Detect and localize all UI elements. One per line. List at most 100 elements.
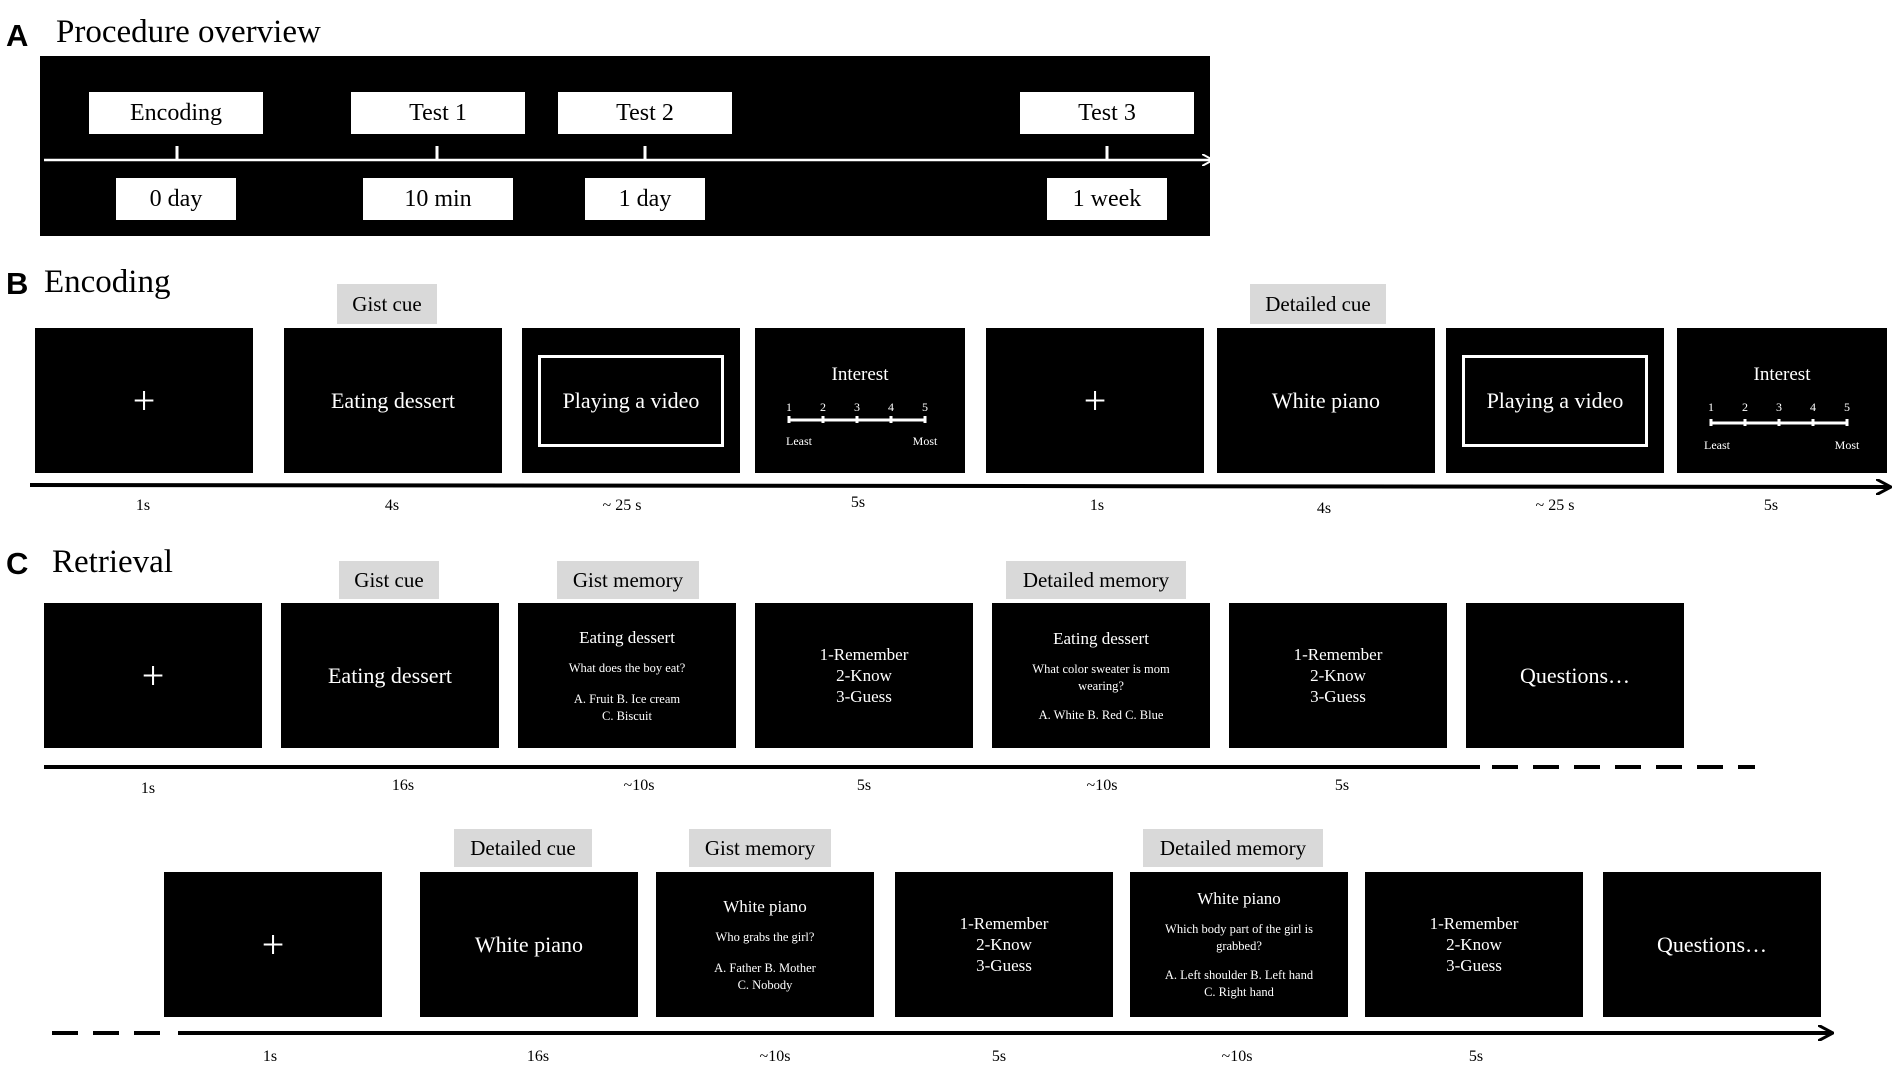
scale-most: Most (1835, 438, 1860, 452)
option-remember: 1-Remember (819, 644, 909, 664)
panel-c-title: Retrieval (52, 544, 173, 580)
gist-cue-tag: Gist cue (337, 284, 437, 324)
scale-most: Most (913, 434, 938, 448)
duration-label: 5s (1334, 777, 1350, 794)
detailed-question-screen: Eating dessert What color sweater is mom… (992, 603, 1210, 748)
panel-c-letter: C (6, 546, 29, 581)
duration-label: ~10s (1086, 777, 1118, 794)
encoding-timeline-arrow (29, 485, 1890, 487)
test1-time-box: 10 min (363, 178, 513, 220)
questions-text: Questions… (1520, 662, 1630, 688)
scale-5: 5 (922, 400, 928, 414)
cue-text: Eating dessert (330, 387, 456, 413)
procedure-timeline (44, 146, 1220, 236)
duration-label: 1s (135, 497, 151, 514)
question-text: wearing? (1078, 678, 1124, 693)
questions-screen: Questions… (1603, 872, 1821, 1017)
duration-label: ~ 25 s (1535, 497, 1575, 514)
duration-label: 1s (140, 780, 156, 797)
gist-cue-screen: Eating dessert (281, 603, 499, 748)
answer-options: C. Right hand (1204, 985, 1274, 999)
option-know: 2-Know (836, 665, 892, 685)
duration-label: ~10s (623, 777, 655, 794)
answer-options: C. Nobody (737, 977, 793, 992)
option-know: 2-Know (976, 934, 1032, 954)
detailed-memory-tag: Detailed memory (1143, 829, 1323, 867)
duration-label: 4s (384, 497, 400, 514)
video-label: Playing a video (1486, 387, 1624, 413)
interest-rating-screen-2: Interest 1 2 3 4 5 Least Most (1677, 328, 1887, 473)
cue-text: White piano (1271, 387, 1381, 413)
scale-1: 1 (1708, 400, 1714, 414)
test2-time-box: 1 day (585, 178, 705, 220)
detailed-cue-tag: Detailed cue (1250, 284, 1386, 324)
gist-question-screen: Eating dessert What does the boy eat? A.… (518, 603, 736, 748)
rating-title: Interest (832, 364, 890, 385)
option-know: 2-Know (1446, 934, 1502, 954)
questions-screen: Questions… (1466, 603, 1684, 748)
scale-2: 2 (1742, 400, 1748, 414)
questions-text: Questions… (1657, 931, 1767, 957)
video-frame: Playing a video (1462, 354, 1648, 447)
question-text: What color sweater is mom (1032, 661, 1170, 676)
question-title: Eating dessert (1053, 628, 1149, 648)
answer-options: C. Biscuit (601, 708, 652, 723)
panel-b-letter: B (6, 266, 29, 301)
scale-least: Least (786, 434, 813, 448)
remember-know-guess-screen: 1-Remember 2-Know 3-Guess (1365, 872, 1583, 1017)
remember-know-guess-screen: 1-Remember 2-Know 3-Guess (895, 872, 1113, 1017)
duration-label: 16s (526, 1048, 550, 1065)
fixation-cross: + (261, 921, 285, 967)
fixation-cross: + (132, 377, 156, 423)
cue-text: White piano (474, 931, 584, 957)
scale-4: 4 (1810, 400, 1816, 414)
duration-label: 5s (991, 1048, 1007, 1065)
gist-cue-tag: Gist cue (339, 561, 439, 599)
scale-3: 3 (1776, 400, 1782, 414)
duration-label: 5s (856, 777, 872, 794)
gist-memory-tag: Gist memory (557, 561, 699, 599)
gist-memory-tag: Gist memory (689, 829, 831, 867)
gist-cue-screen: Eating dessert (284, 328, 502, 473)
fixation-screen: + (35, 328, 253, 473)
video-frame: Playing a video (538, 354, 724, 447)
video-label: Playing a video (562, 387, 700, 413)
panel-a-title: Procedure overview (56, 14, 321, 50)
test3-time-box: 1 week (1047, 178, 1167, 220)
test1-event-box: Test 1 (351, 92, 525, 134)
fixation-cross: + (1083, 377, 1107, 423)
scale-2: 2 (820, 400, 826, 414)
panel-a-letter: A (6, 18, 29, 53)
rating-title: Interest (1754, 364, 1812, 385)
duration-label: 16s (391, 777, 415, 794)
interest-rating-screen: Interest 1 2 3 4 5 Least Most (755, 328, 965, 473)
duration-label: 1s (1089, 497, 1105, 514)
question-text: Which body part of the girl is (1165, 922, 1313, 937)
option-guess: 3-Guess (1310, 687, 1366, 707)
fixation-screen-2: + (986, 328, 1204, 473)
test2-event-box: Test 2 (558, 92, 732, 134)
option-remember: 1-Remember (959, 913, 1049, 933)
encoding-time-box: 0 day (116, 178, 236, 220)
answer-options: A. White B. Red C. Blue (1038, 707, 1164, 722)
scale-1: 1 (786, 400, 792, 414)
fixation-screen: + (164, 872, 382, 1017)
duration-label: ~10s (759, 1048, 791, 1065)
scale-5: 5 (1844, 400, 1850, 414)
rating-scale: Interest 1 2 3 4 5 Least Most (1704, 364, 1860, 452)
fixation-cross: + (141, 652, 165, 698)
duration-label: ~ 25 s (602, 497, 642, 514)
option-remember: 1-Remember (1429, 913, 1519, 933)
duration-label: 5s (1468, 1048, 1484, 1065)
detailed-question-screen: White piano Which body part of the girl … (1130, 872, 1348, 1017)
test3-event-box: Test 3 (1020, 92, 1194, 134)
fixation-screen: + (44, 603, 262, 748)
question-text: What does the boy eat? (568, 660, 686, 675)
rating-scale: Interest 1 2 3 4 5 Least Most (786, 364, 938, 448)
encoding-event-box: Encoding (89, 92, 263, 134)
video-screen: Playing a video (522, 328, 740, 473)
option-remember: 1-Remember (1293, 644, 1383, 664)
remember-know-guess-screen: 1-Remember 2-Know 3-Guess (1229, 603, 1447, 748)
detailed-cue-screen: White piano (1217, 328, 1435, 473)
